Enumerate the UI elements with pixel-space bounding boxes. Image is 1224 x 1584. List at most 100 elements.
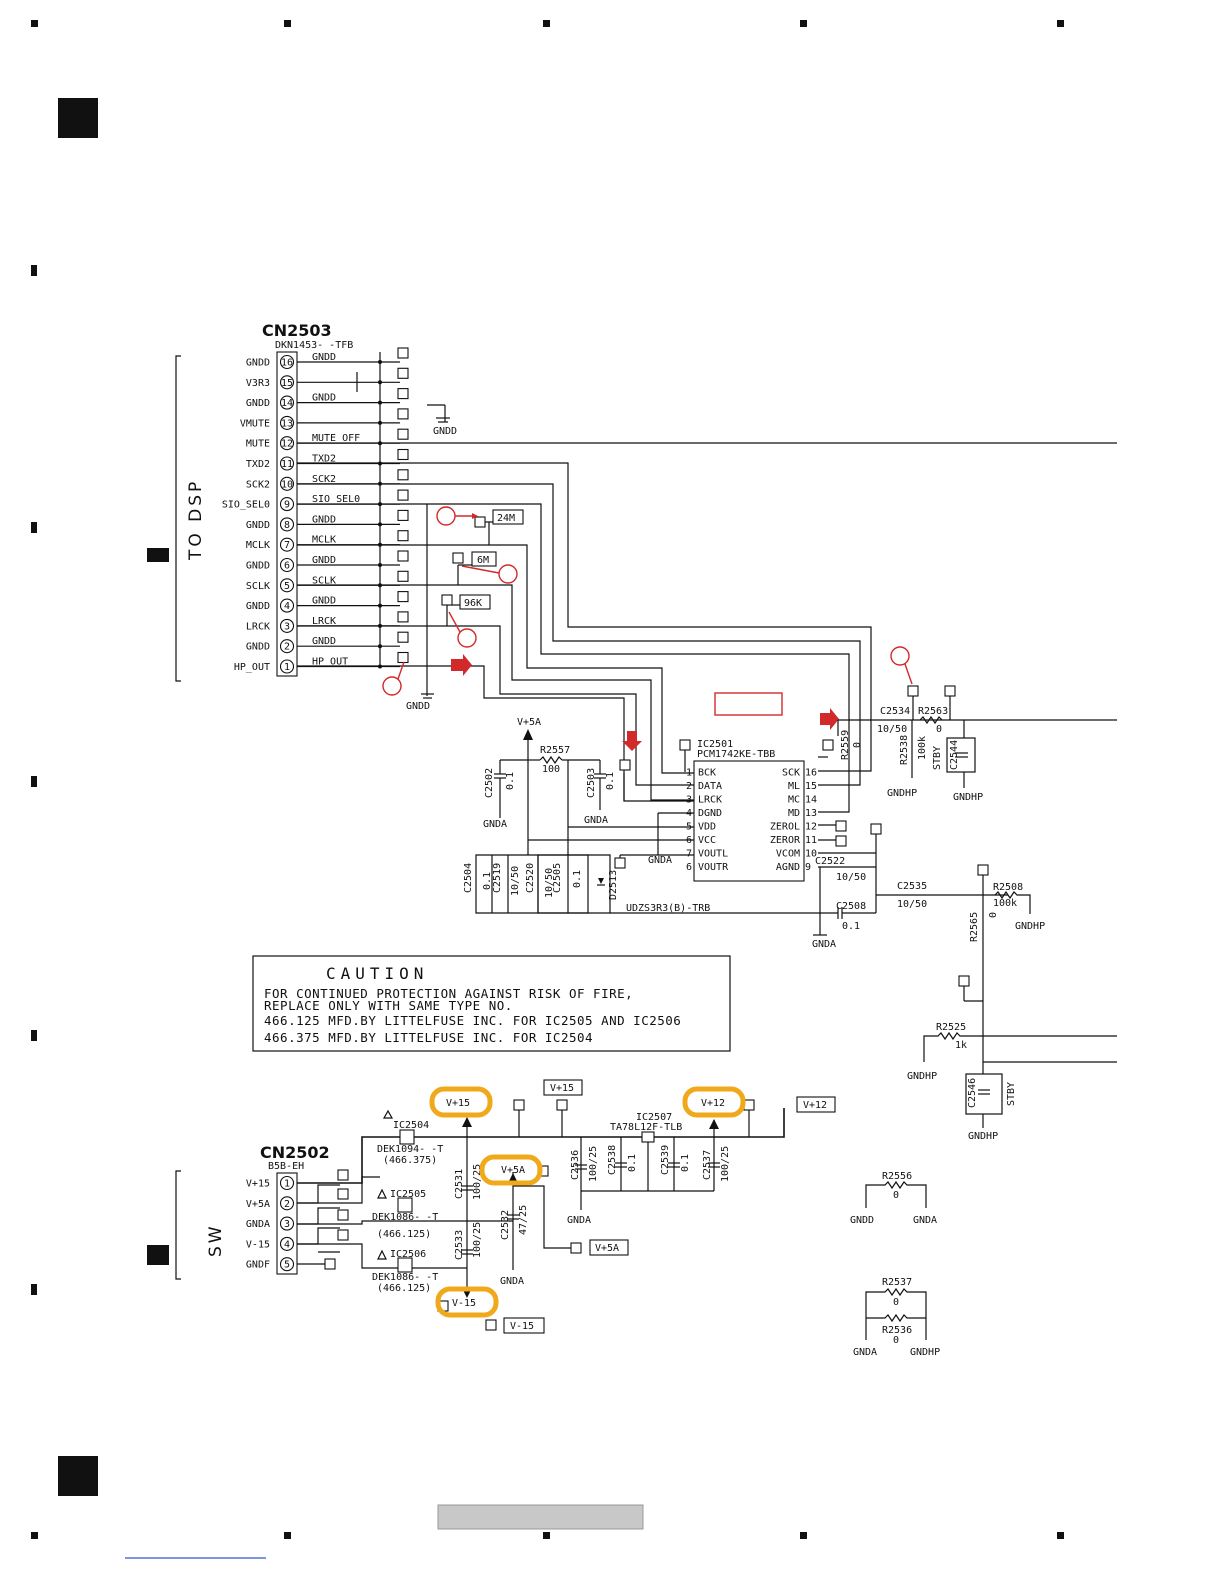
gndhp-label-3: GNDHP [1015,921,1045,932]
cn2503-test-point [397,408,409,420]
gndd-symbols: GNDD GNDD [406,417,457,712]
c2535-val: 10/50 [897,899,927,910]
cn2503-pin-name: SCLK [246,581,270,592]
cn2503-pin-net: SCK2 [312,474,336,485]
ic2501-right-pin-number: 12 [805,822,817,833]
cn2503-pin-net: MUTE_OFF [312,433,360,444]
c2537-val: 100/25 [720,1146,731,1182]
red-annotations [382,506,913,751]
ic2501-right-pin-number: 11 [805,835,817,846]
v5a-highlight-label: V+5A [501,1165,525,1176]
cn2503-test-point [397,530,409,542]
cn2503-pin-net: MCLK [312,535,336,546]
cn2503-pin-name: VMUTE [240,418,270,429]
ic2501-left-pin-name: VOUTL [698,849,728,860]
gnda-label-1: GNDA [483,819,507,830]
gnda-label-8: GNDA [853,1347,877,1358]
stby-label-1: STBY [932,746,943,770]
cn2503-test-point [397,591,409,603]
c2505b-val: 0.1 [572,870,583,888]
cn2503-pin-circle [279,537,295,552]
ic2506-part: DEK1086- -T [372,1272,438,1283]
cn2503-test-point [397,489,409,501]
cn2503-pin-circle [279,517,295,532]
c2531-ref: C2531 [454,1169,465,1199]
ic-output-section: C2522 10/50 C2508 0.1 GNDA R2559 0 C2534… [812,685,1117,950]
ic2501-ref: IC2501 [697,739,733,750]
ic2501-left-pin-number: 3 [686,795,692,806]
ic2501-left-pin-number: 1 [686,768,692,779]
cn2503-pin-number: 6 [284,561,290,572]
d2513-ref: D2513 [608,870,619,900]
caution-line-3: 466.125 MFD.BY LITTELFUSE INC. FOR IC250… [264,1013,681,1028]
cn2503-pin-name: GNDD [246,520,270,531]
ic2504-note: (466.375) [383,1155,437,1166]
cn2503-test-point [397,631,409,643]
r2508-ref: R2508 [993,882,1023,893]
ic2501-left-pin-name: BCK [698,768,716,779]
c2502-ref: C2502 [484,768,495,798]
ic2501-right-pin-name: ML [788,781,800,792]
gnda-label-2: GNDA [584,815,608,826]
cn2503-pin-number: 9 [284,500,290,511]
to-dsp-label: TO DSP [186,479,206,561]
c2502-val: 0.1 [505,772,516,790]
cn2503-test-point [397,367,409,379]
cn2503-pin-number: 2 [284,642,290,653]
highlighted-net-labels: V+15 V+12 V+5A V-15 [429,1086,746,1318]
gnda-label-7: GNDA [913,1215,937,1226]
c2538-val: 0.1 [627,1154,638,1172]
cn2502-pin-name: GNDF [246,1260,270,1271]
cn2503-pin-number: 3 [284,621,290,632]
cn2503-pin-number: 4 [284,601,290,612]
c2503-val: 0.1 [605,772,616,790]
c2505-val: 10/50 [544,868,555,898]
ic2501-left-pin-name: DATA [698,781,722,792]
ic2501-right-pin-number: 9 [805,862,811,873]
cn2503-pin-circle [279,436,295,451]
tp-96k-label: 96K [464,598,482,609]
ic2501-right-pin-name: MD [788,808,800,819]
ic2501-test-point [679,739,691,751]
v5a-label-top: V+5A [517,717,541,728]
c2535-ref: C2535 [897,881,927,892]
r2563-val: 0 [936,724,942,735]
cn2502-pin-number: 3 [284,1219,290,1230]
ic2501-left-pin-name: VCC [698,835,716,846]
c2539-ref: C2539 [660,1145,671,1175]
caution-line-2: REPLACE ONLY WITH SAME TYPE NO. [264,998,513,1013]
cn2503-pin-circle [279,639,295,654]
cn2503-test-point [397,347,409,359]
ic-power-section: V+5A R2557 100 C2502 0.1 GNDA C2503 0.1 … [463,717,820,914]
c2508-val: 0.1 [842,921,860,932]
cn2503-test-point [397,550,409,562]
cn2503-pin-name: GNDD [246,642,270,653]
r2565-ref: R2565 [969,912,980,942]
c2533-val: 100/25 [472,1222,483,1258]
r2536-val: 0 [893,1335,899,1346]
cn2503-pin-name: GNDD [246,398,270,409]
r2508-val: 100k [993,898,1017,909]
v15-tag: V+15 [550,1083,574,1094]
cn2503-pin-name: V3R3 [246,378,270,389]
cn2502-ref: CN2502 [260,1143,330,1162]
cn2503-pin-number: 10 [281,479,293,490]
gndhp-label-1: GNDHP [887,788,917,799]
cn2503-pin-name: MCLK [246,540,270,551]
cn2503-pin-number: 16 [281,358,293,369]
c2505-ref: C2505 [552,863,563,893]
tp-24m-label: 24M [497,513,515,524]
cn2502-pin-circle [279,1236,295,1251]
cn2502-pin-number: 5 [284,1260,290,1271]
cn2503-pin-circle [279,476,295,491]
r2559-val: 0 [852,742,863,748]
ic2507-part: TA78L12F-TLB [610,1122,682,1133]
ic2506-ref: IC2506 [390,1249,426,1260]
cn2503-pin-circle [279,557,295,573]
cn2502-part: B5B-EH [268,1161,304,1172]
cn2503-pin-number: 15 [281,378,293,389]
ic2505-note: (466.125) [377,1229,431,1240]
cn2503-test-point [397,570,409,582]
v15-highlight-label: V+15 [446,1098,470,1109]
ic2505-ref: IC2505 [390,1189,426,1200]
